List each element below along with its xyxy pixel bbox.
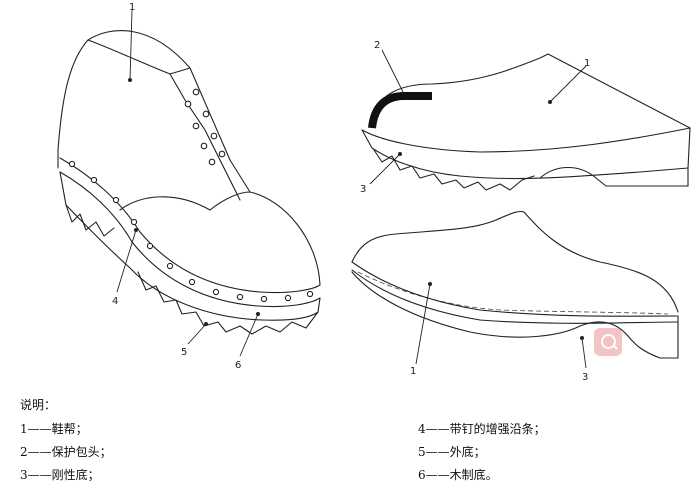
- watermark-search-icon: [594, 328, 622, 356]
- right-top-clog: [361, 49, 691, 191]
- left-boot-tread: [65, 204, 319, 335]
- callout-left-4: 4: [112, 296, 118, 307]
- left-boot: [57, 9, 321, 357]
- legend-item-5: 5——外底；: [418, 445, 486, 459]
- rb-clog-stitch: [357, 271, 669, 315]
- left-boot-welt-nails: [68, 160, 314, 303]
- legend-item-1: 1——鞋帮；: [20, 422, 88, 436]
- left-boot-lace-edge: [169, 73, 241, 201]
- rt-clog-sole-bottom: [361, 127, 691, 180]
- legend-title: 说明：: [20, 398, 57, 412]
- left-boot-vamp: [119, 191, 321, 286]
- rt-clog-tread: [373, 149, 689, 191]
- callout-right-top-1: 1: [584, 58, 590, 69]
- callout-right-top-3: 3: [360, 184, 366, 195]
- callout-right-bottom-3: 3: [582, 372, 588, 383]
- left-boot-lace-eyelets: [184, 88, 226, 166]
- left-boot-collar: [87, 39, 191, 75]
- right-bottom-clog: [351, 210, 679, 369]
- legend-item-4: 4——带钉的增强沿条；: [418, 422, 546, 436]
- callout-left-6: 6: [235, 360, 241, 371]
- left-boot-welt-top: [59, 157, 321, 294]
- callout-left-1: 1: [129, 2, 135, 13]
- rb-clog-sole-mid: [351, 269, 679, 324]
- legend-item-6: 6——木制底。: [418, 468, 498, 482]
- shoe-diagram: 1 4 5 6 1 2 3 1 3: [57, 2, 691, 383]
- callout-right-bottom-1: 1: [410, 366, 416, 377]
- rb-clog-sole-bottom: [351, 271, 679, 359]
- legend-item-3: 3——刚性底；: [20, 468, 100, 482]
- rt-clog-sole-top: [361, 127, 691, 153]
- rt-clog-upper: [371, 53, 691, 129]
- left-boot-welt-bottom: [59, 171, 321, 308]
- rt-clog-toe-cap: [368, 92, 432, 129]
- left-boot-sole: [59, 171, 321, 321]
- legend-item-2: 2——保护包头；: [20, 445, 112, 459]
- rb-clog-upper: [351, 210, 679, 313]
- callout-right-top-2: 2: [374, 40, 380, 51]
- callout-left-5: 5: [181, 347, 187, 358]
- rb-clog-sole-top: [351, 261, 679, 317]
- left-boot-shaft: [57, 30, 251, 193]
